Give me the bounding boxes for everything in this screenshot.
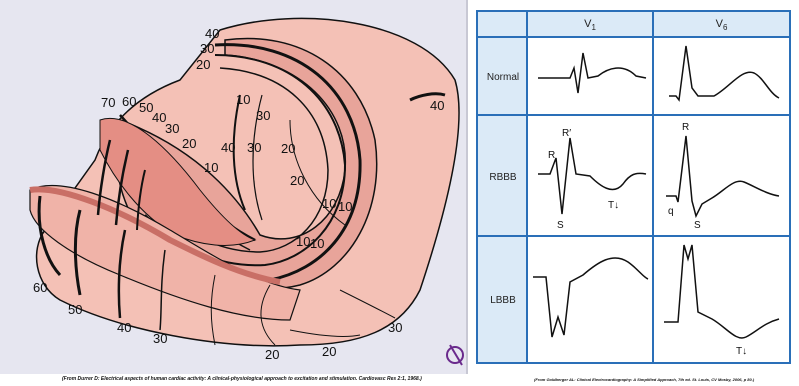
cell-lbbb-v6: T↓ xyxy=(654,237,789,362)
wave-label-rbbb-v1-r: R xyxy=(548,150,555,161)
ecg-trace-normal-v6 xyxy=(654,38,789,114)
label-10-d: 10 xyxy=(204,160,218,175)
label-30-a: 30 xyxy=(165,121,179,136)
cell-rbbb-v6: R q S xyxy=(654,116,789,235)
label-20-c: 20 xyxy=(265,347,279,362)
label-30-d: 30 xyxy=(388,320,402,335)
wave-label-rbbb-v6-r: R xyxy=(682,122,689,133)
ecg-trace-rbbb-v1: R R′ S T↓ xyxy=(528,116,652,235)
ecg-trace-lbbb-v6: T↓ xyxy=(654,237,789,362)
row-header-rbbb: RBBB xyxy=(478,172,528,183)
label-30-c: 30 xyxy=(153,331,167,346)
heart-activation-map: 40 30 20 10 10 10 40 30 20 10 70 60 50 4… xyxy=(0,0,466,374)
label-40-b: 40 xyxy=(221,140,235,155)
label-10-c: 10 xyxy=(296,234,310,249)
label-20-a: 20 xyxy=(182,136,196,151)
ecg-comparison-table: V1 V6 Normal RBBB LBBB R R′ S T↓ R xyxy=(476,10,791,364)
label-10-f: 10 xyxy=(310,236,324,251)
label-30-b: 30 xyxy=(256,108,270,123)
wave-label-rbbb-v1-t: T↓ xyxy=(608,200,619,211)
label-70: 70 xyxy=(101,95,115,110)
ecg-trace-rbbb-v6: R q S xyxy=(654,116,789,235)
wave-label-rbbb-v6-q: q xyxy=(668,206,674,217)
right-figure-caption: (From Goldberger AL: Clinical Electrocar… xyxy=(534,377,754,382)
label-50-b: 50 xyxy=(68,302,82,317)
label-20-b: 20 xyxy=(290,173,304,188)
column-header-v6-sub: 6 xyxy=(723,23,727,32)
column-header-v1: V1 xyxy=(528,12,652,36)
label-60-a: 60 xyxy=(122,94,136,109)
label-10-b: 10 xyxy=(322,196,336,211)
column-header-v1-sub: 1 xyxy=(591,23,595,32)
row-header-lbbb: LBBB xyxy=(478,295,528,306)
label-60-b: 60 xyxy=(33,280,47,295)
cell-normal-v6 xyxy=(654,38,789,114)
column-header-v6: V6 xyxy=(654,12,789,36)
cell-normal-v1 xyxy=(528,38,652,114)
publisher-logo-icon xyxy=(447,345,463,365)
label-20-mid: 20 xyxy=(281,141,295,156)
label-10-e: 10 xyxy=(338,199,352,214)
label-30-top: 30 xyxy=(200,41,214,56)
wave-label-rbbb-v1-s: S xyxy=(557,220,564,231)
label-20-top: 20 xyxy=(196,57,210,72)
wave-label-rbbb-v1-rprime: R′ xyxy=(562,128,571,139)
label-20-d: 20 xyxy=(322,344,336,359)
cell-lbbb-v1 xyxy=(528,237,652,362)
label-40-c: 40 xyxy=(117,320,131,335)
wave-label-rbbb-v6-s: S xyxy=(694,220,701,231)
left-figure-caption: (From Durrer D: Electrical aspects of hu… xyxy=(62,376,422,382)
label-40-right: 40 xyxy=(430,98,444,113)
column-header-v6-letter: V xyxy=(716,18,723,30)
label-40-top: 40 xyxy=(205,26,219,41)
row-header-normal: Normal xyxy=(478,72,528,83)
label-30-mid: 30 xyxy=(247,140,261,155)
label-10-a: 10 xyxy=(236,92,250,107)
wave-label-lbbb-v6-t: T↓ xyxy=(736,346,747,357)
ecg-trace-normal-v1 xyxy=(528,38,652,114)
ecg-trace-lbbb-v1 xyxy=(528,237,652,362)
heart-activation-panel: 40 30 20 10 10 10 40 30 20 10 70 60 50 4… xyxy=(0,0,468,374)
cell-rbbb-v1: R R′ S T↓ xyxy=(528,116,652,235)
